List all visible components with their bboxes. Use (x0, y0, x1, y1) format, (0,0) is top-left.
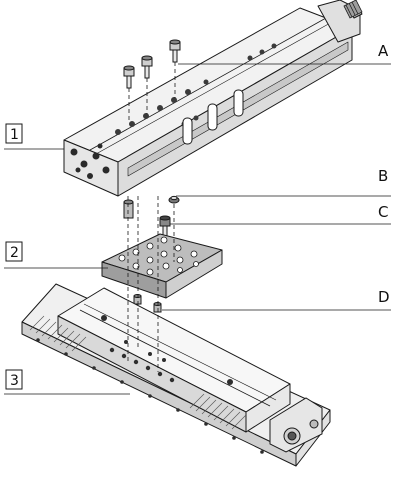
threaded-rod (343, 0, 363, 19)
end-cover (269, 397, 323, 453)
assembly-axis-lines (127, 62, 176, 372)
centering-pin-d (153, 302, 162, 313)
rail-hatching-left (29, 315, 87, 352)
screw-a3 (169, 39, 181, 63)
base-flange-holes (36, 338, 264, 454)
part-number-1: 1 (10, 127, 19, 143)
label-b: B (378, 167, 388, 185)
leader-lines (4, 63, 391, 395)
label-a: A (378, 42, 389, 60)
part-number-box-3: 3 (5, 369, 23, 390)
label-d: D (378, 288, 390, 306)
part-number-box-2: 2 (5, 241, 23, 262)
rail-hatching-right (189, 393, 247, 430)
screw-a-group (123, 39, 181, 89)
screw-c (159, 215, 171, 237)
upper-slide-module (63, 0, 363, 197)
centering-element-b (168, 195, 180, 204)
lower-carriage-holes (101, 315, 233, 385)
screw-a1 (123, 65, 135, 89)
end-face-holes (70, 143, 110, 179)
screw-a2 (141, 55, 153, 79)
adapter-plate (101, 233, 223, 299)
label-c: C (378, 203, 388, 221)
centering-sleeve-left (123, 199, 134, 219)
side-slots (182, 89, 244, 145)
part-number-2: 2 (10, 245, 19, 261)
centering-pin-left (133, 294, 142, 305)
part-number-box-1: 1 (5, 123, 23, 144)
part-number-3: 3 (10, 373, 19, 389)
adapter-plate-holes (118, 236, 199, 276)
